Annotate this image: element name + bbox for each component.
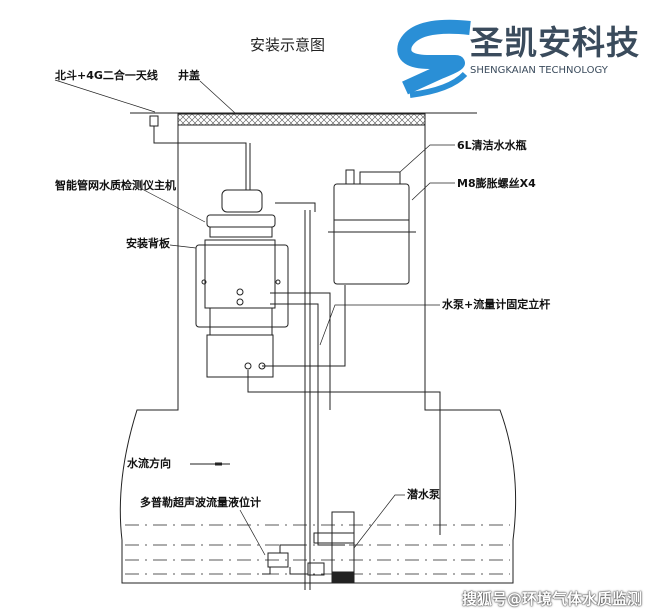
label-bolts: M8膨胀螺丝X4 bbox=[457, 177, 536, 190]
label-pole: 水泵+流量计固定立杆 bbox=[442, 298, 551, 311]
label-host: 智能管网水质检测仪主机 bbox=[55, 179, 176, 192]
well-shaft bbox=[119, 125, 517, 584]
host-unit bbox=[195, 189, 289, 378]
watermark: 搜狐号@环境气体水质监测 bbox=[462, 590, 643, 608]
brand-name: 圣凯安科技 bbox=[470, 23, 640, 62]
water-bottle bbox=[328, 169, 416, 285]
well-cover bbox=[177, 113, 426, 126]
brand-name-en: SHENGKAIAN TECHNOLOGY bbox=[470, 65, 608, 76]
fixing-pole bbox=[304, 210, 311, 590]
submersible-pump bbox=[313, 511, 355, 583]
label-bottle: 6L清洁水水瓶 bbox=[457, 139, 527, 152]
logo-icon bbox=[397, 19, 471, 98]
label-pump: 潜水泵 bbox=[407, 488, 440, 501]
antenna bbox=[149, 115, 159, 127]
label-antenna: 北斗+4G二合一天线 bbox=[55, 69, 158, 82]
label-flow-direction: 水流方向 bbox=[127, 457, 171, 470]
label-backplate: 安装背板 bbox=[126, 237, 170, 250]
label-flowmeter: 多普勒超声波流量液位计 bbox=[140, 496, 261, 509]
backplate bbox=[195, 244, 289, 328]
label-cover: 井盖 bbox=[178, 69, 200, 82]
water-surface bbox=[125, 524, 510, 575]
diagram-title: 安装示意图 bbox=[250, 36, 326, 54]
